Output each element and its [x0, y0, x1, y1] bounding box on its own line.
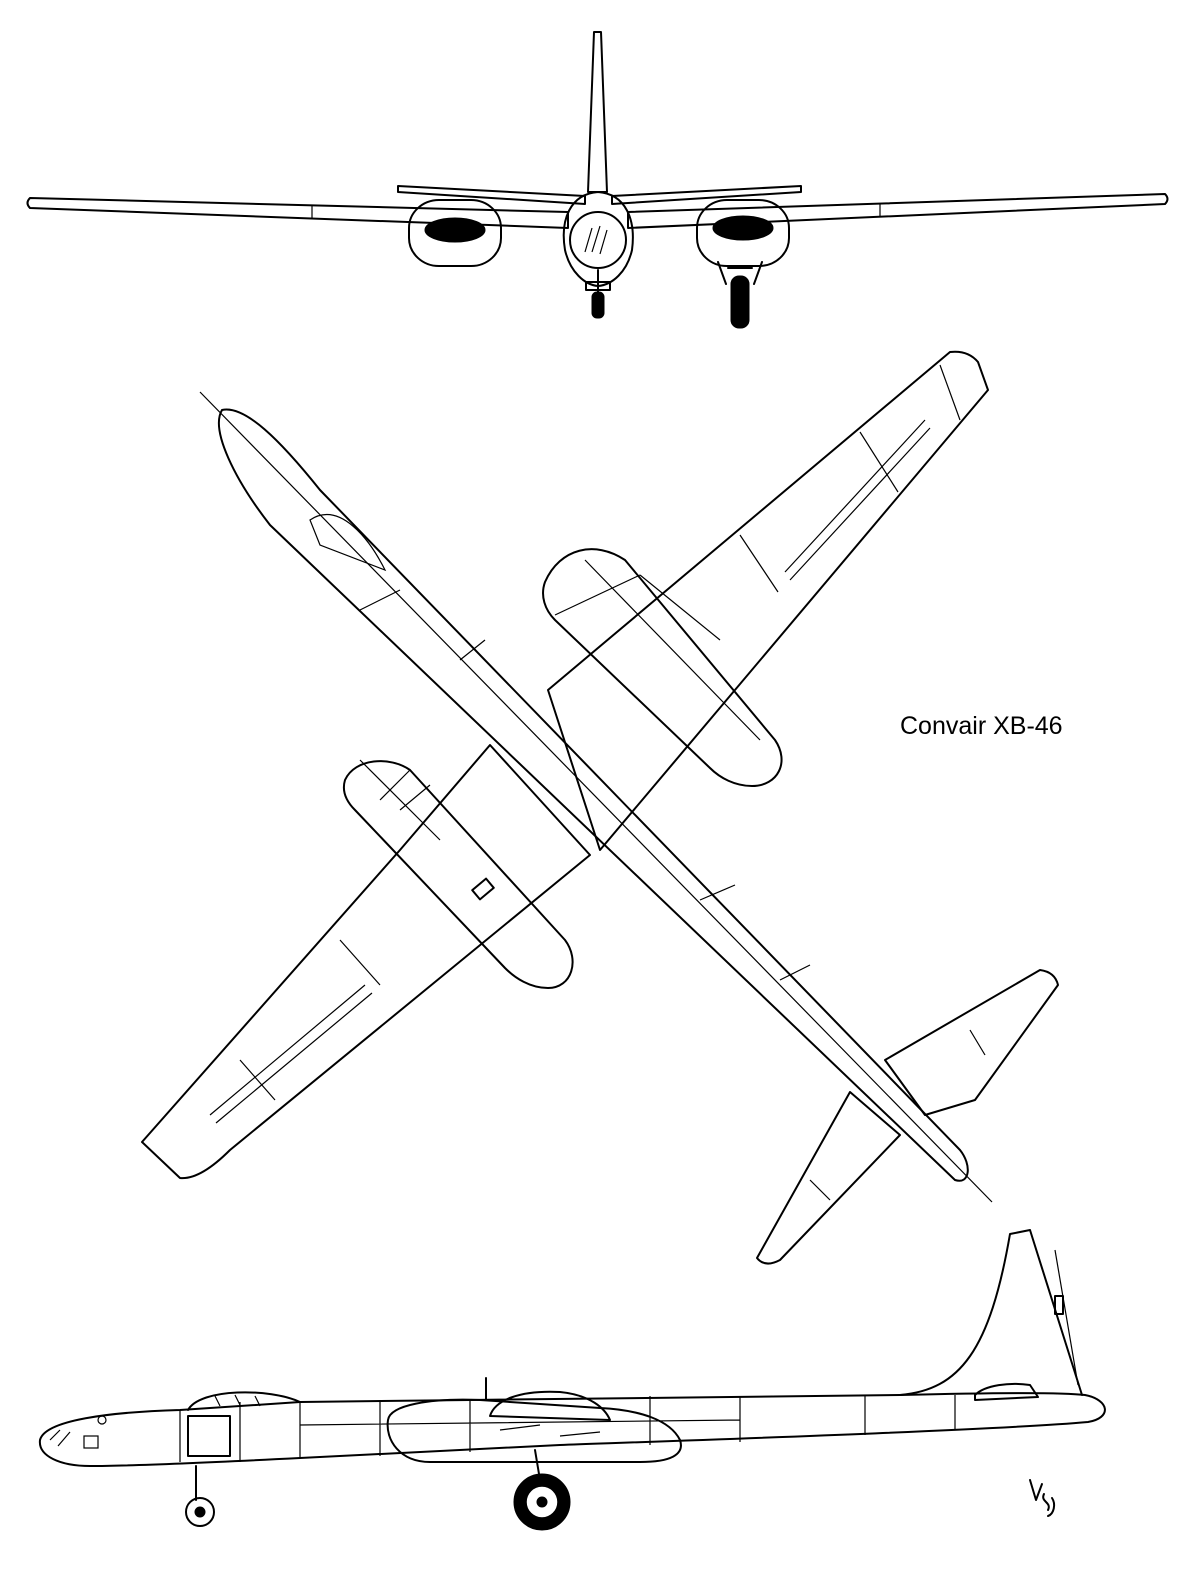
tailplane-lower	[756, 1091, 901, 1265]
wing-lower	[141, 744, 591, 1180]
wing-upper	[547, 350, 989, 851]
fuselage-top	[217, 408, 969, 1182]
main-gear-side	[513, 1449, 571, 1531]
side-view	[38, 1229, 1106, 1531]
fuselage-side	[38, 1392, 1106, 1467]
fin-front	[587, 31, 608, 193]
artist-signature	[1029, 1479, 1056, 1517]
wing-left-front	[26, 197, 569, 229]
nacelle-upper	[542, 548, 783, 787]
centerline	[199, 391, 993, 1203]
tailplane-upper	[884, 969, 1059, 1116]
nose-gear-side	[185, 1465, 215, 1527]
tailplane-side	[974, 1382, 1039, 1401]
wing-right-front	[627, 193, 1169, 229]
nacelle-right	[696, 199, 790, 267]
aircraft-title: Convair XB-46	[900, 712, 1063, 740]
cockpit-canopy	[187, 1391, 301, 1411]
nose-gear-front	[585, 269, 611, 319]
tailplane-front	[397, 185, 802, 205]
top-view	[141, 350, 1059, 1265]
nacelle-left	[408, 199, 502, 267]
nacelle-lower	[342, 760, 574, 989]
nacelle-side	[386, 1398, 682, 1463]
entry-door	[187, 1415, 231, 1457]
fin-side	[899, 1229, 1083, 1396]
front-view	[26, 31, 1169, 329]
main-gear-front	[717, 261, 763, 329]
